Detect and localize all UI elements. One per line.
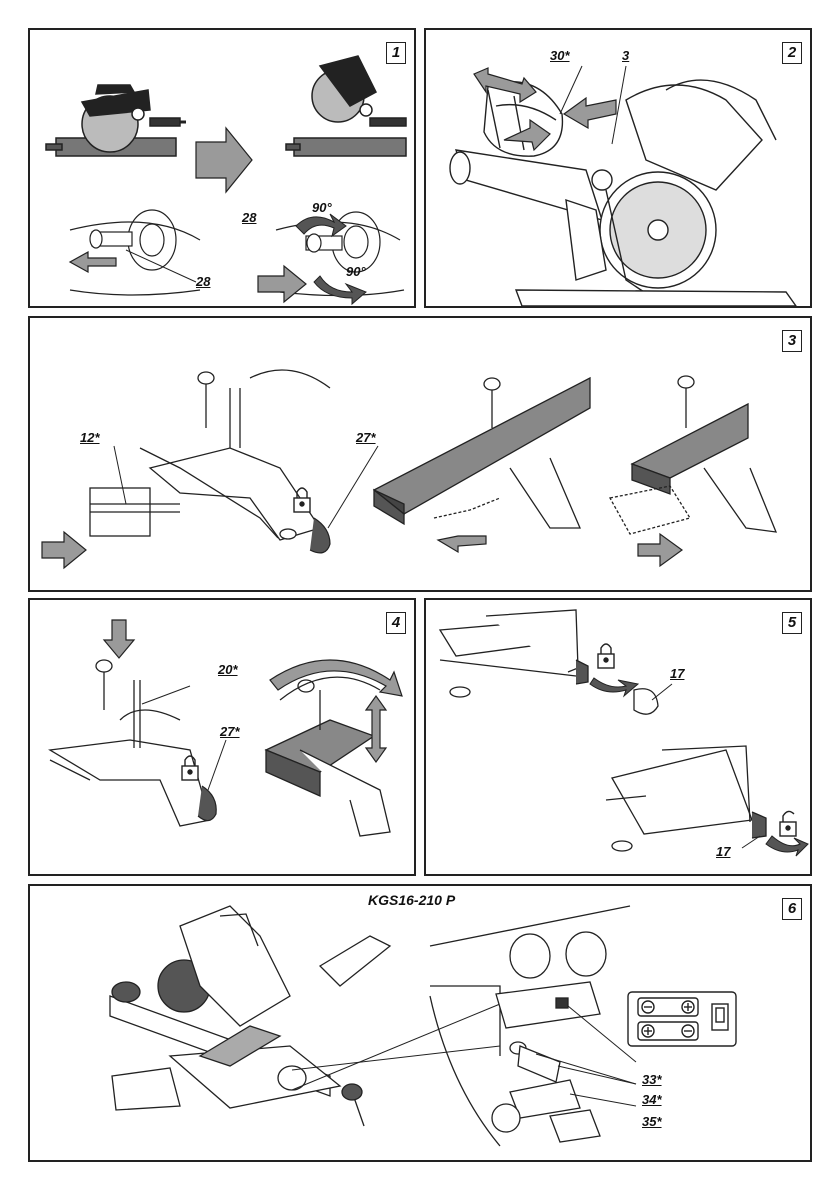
workpiece-short <box>610 376 776 534</box>
pull-out-arrow <box>438 536 486 552</box>
bag-insert-arrow-right <box>564 98 616 128</box>
swing-arrow <box>270 660 402 696</box>
callout-30: 30* <box>550 48 570 63</box>
loosen-arrow <box>766 836 808 856</box>
knob <box>634 689 658 714</box>
panel-5-illustration <box>426 600 814 878</box>
panel-1: 1 <box>28 28 416 308</box>
panel-4-illustration <box>30 600 418 878</box>
callout-17-bottom: 17 <box>716 844 730 859</box>
callout-28-left: 28 <box>242 210 256 225</box>
leader-line <box>114 446 126 504</box>
battery-orientation-diagram <box>628 992 736 1046</box>
panel-6-illustration <box>30 886 814 1164</box>
push-extension-arrow <box>42 532 86 568</box>
rotate-arrow-2 <box>314 276 366 304</box>
callout-20: 20* <box>218 662 238 677</box>
callout-27: 27* <box>220 724 240 739</box>
zoom-line <box>292 1004 500 1090</box>
knob-detail-pulled <box>70 210 200 295</box>
leader-line <box>570 1094 636 1106</box>
panel-3: 3 <box>28 316 812 592</box>
angle-label-bottom: 90° <box>346 264 366 279</box>
panel-5: 5 17 17 <box>424 598 812 876</box>
callout-3: 3 <box>622 48 629 63</box>
callout-27: 27* <box>356 430 376 445</box>
base-with-extension <box>90 370 330 540</box>
panel-2-illustration <box>426 30 814 310</box>
saw-side-view-up <box>286 56 406 156</box>
rotate-arrow <box>296 214 346 236</box>
leader-line <box>142 686 190 704</box>
panel-4: 4 20* 27* <box>28 598 416 876</box>
push-arrow <box>258 266 306 302</box>
lock-icon <box>598 644 614 668</box>
callout-33: 33* <box>642 1072 662 1087</box>
tighten-arrow <box>590 678 638 696</box>
angle-label-top: 90° <box>312 200 332 215</box>
leader-line <box>742 836 760 848</box>
press-down-arrow <box>104 620 134 658</box>
panel-2: 2 30* 3 <box>424 28 812 308</box>
pull-arrow <box>70 252 116 272</box>
zoom-line <box>292 1046 500 1070</box>
leader-line <box>208 740 226 790</box>
clamp-installation <box>50 660 210 826</box>
workpiece-long <box>374 378 590 528</box>
callout-28-right: 28 <box>196 274 210 289</box>
saw-overview <box>110 906 390 1126</box>
callout-34: 34* <box>642 1092 662 1107</box>
saw-with-dust-bag <box>450 80 796 306</box>
leader-line <box>568 1006 636 1062</box>
unlock-icon <box>780 811 796 836</box>
saw-side-view-down <box>46 85 186 156</box>
callout-12: 12* <box>80 430 100 445</box>
leader-line <box>126 250 196 282</box>
vertical-adjust-arrow <box>366 696 386 762</box>
extension-rail-bottom <box>606 746 766 851</box>
extension-rail-top <box>440 610 588 697</box>
push-in-arrow <box>638 534 682 566</box>
callout-35: 35* <box>642 1114 662 1129</box>
leader-line <box>652 684 672 700</box>
direction-arrow <box>196 128 252 192</box>
panel-3-illustration <box>30 318 814 594</box>
battery-compartment-detail <box>430 906 630 1146</box>
callout-17-top: 17 <box>670 666 684 681</box>
leader-line <box>328 446 378 528</box>
panel-6: 6 KGS16-210 P <box>28 884 812 1162</box>
